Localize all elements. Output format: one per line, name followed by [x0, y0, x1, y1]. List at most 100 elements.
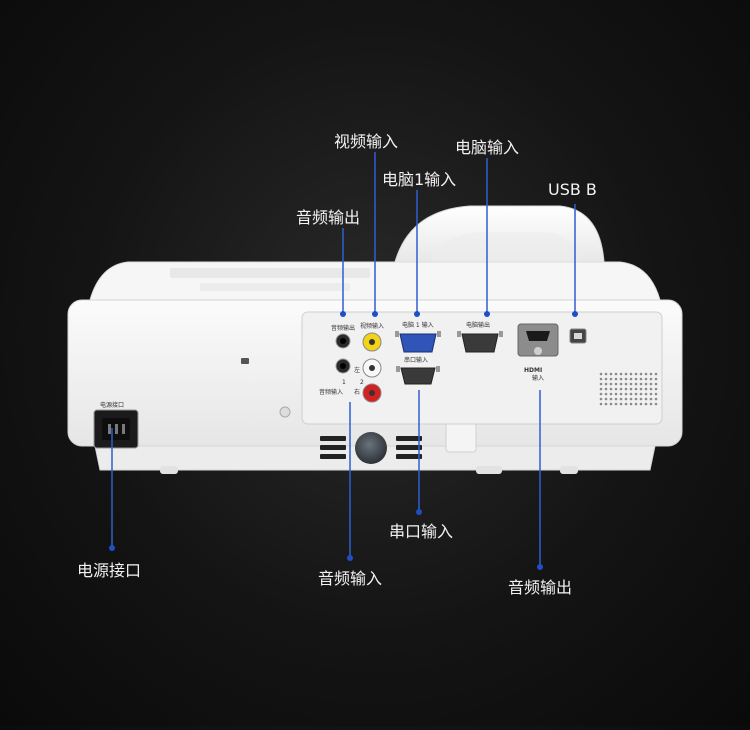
- leader-usb-b-dot: [572, 311, 578, 317]
- power-small-label: 电源接口: [100, 401, 124, 409]
- speaker-hole: [614, 377, 618, 381]
- speaker-hole: [644, 402, 648, 406]
- leader-lines: [111, 152, 576, 567]
- speaker-grill: [599, 372, 658, 406]
- speaker-hole: [614, 372, 618, 376]
- speaker-hole: [654, 397, 658, 401]
- speaker-hole: [634, 402, 638, 406]
- speaker-hole: [609, 372, 613, 376]
- speaker-hole: [644, 377, 648, 381]
- speaker-hole: [609, 392, 613, 396]
- vga-port-computer1: [395, 331, 441, 353]
- speaker-hole: [614, 392, 618, 396]
- speaker-hole: [609, 402, 613, 406]
- computer1-small: 电脑 1 输入: [402, 321, 434, 329]
- callout-serial-in: 串口输入: [389, 522, 454, 541]
- left-small: 左: [354, 366, 360, 374]
- speaker-hole: [644, 382, 648, 386]
- speaker-hole: [614, 387, 618, 391]
- speaker-hole: [654, 377, 658, 381]
- speaker-hole: [604, 377, 608, 381]
- callout-usb-b: USB B: [548, 180, 597, 199]
- speaker-hole: [629, 397, 633, 401]
- speaker-hole: [634, 372, 638, 376]
- leader-serial-in-dot: [416, 509, 422, 515]
- leader-audio-in-dot: [347, 555, 353, 561]
- hdmi-logo: HDMI: [524, 367, 542, 374]
- speaker-hole: [629, 402, 633, 406]
- speaker-hole: [634, 377, 638, 381]
- num2-small: 2: [360, 379, 364, 386]
- speaker-hole: [644, 372, 648, 376]
- speaker-hole: [619, 387, 623, 391]
- speaker-hole: [634, 392, 638, 396]
- speaker-hole: [599, 372, 603, 376]
- speaker-hole: [609, 382, 613, 386]
- speaker-hole: [599, 382, 603, 386]
- speaker-hole: [649, 377, 653, 381]
- speaker-hole: [609, 387, 613, 391]
- speaker-hole: [604, 372, 608, 376]
- speaker-hole: [604, 402, 608, 406]
- speaker-hole: [654, 387, 658, 391]
- speaker-hole: [624, 382, 628, 386]
- speaker-hole: [654, 392, 658, 396]
- speaker-hole: [619, 392, 623, 396]
- serial-port: [396, 366, 440, 385]
- speaker-hole: [644, 392, 648, 396]
- speaker-hole: [654, 382, 658, 386]
- speaker-hole: [644, 387, 648, 391]
- callout-audio-out-top: 音频输出: [296, 208, 361, 227]
- speaker-hole: [624, 372, 628, 376]
- speaker-hole: [649, 372, 653, 376]
- video-in-small: 视频输入: [360, 322, 384, 330]
- leader-computer1-in-dot: [414, 311, 420, 317]
- speaker-hole: [649, 392, 653, 396]
- speaker-hole: [629, 387, 633, 391]
- speaker-hole: [624, 402, 628, 406]
- callout-computer1-in: 电脑1输入: [382, 170, 457, 189]
- right-small: 右: [354, 388, 360, 396]
- leader-audio-out-top-dot: [340, 311, 346, 317]
- speaker-hole: [639, 382, 643, 386]
- power-inlet: [93, 409, 139, 449]
- leader-audio-out-bottom-dot: [537, 564, 543, 570]
- serial-small: 串口输入: [404, 356, 428, 364]
- speaker-hole: [599, 377, 603, 381]
- speaker-hole: [614, 402, 618, 406]
- speaker-hole: [624, 392, 628, 396]
- speaker-hole: [649, 382, 653, 386]
- speaker-hole: [604, 382, 608, 386]
- speaker-hole: [609, 397, 613, 401]
- speaker-hole: [649, 402, 653, 406]
- callout-video-in: 视频输入: [334, 132, 399, 151]
- computer-out-small: 电脑输出: [466, 321, 490, 329]
- speaker-hole: [634, 382, 638, 386]
- speaker-hole: [639, 402, 643, 406]
- speaker-hole: [634, 387, 638, 391]
- speaker-hole: [609, 377, 613, 381]
- speaker-hole: [644, 397, 648, 401]
- speaker-hole: [629, 392, 633, 396]
- speaker-hole: [614, 382, 618, 386]
- speaker-hole: [624, 387, 628, 391]
- speaker-hole: [599, 402, 603, 406]
- leader-video-in-dot: [372, 311, 378, 317]
- vent-grill: [320, 436, 422, 459]
- speaker-hole: [629, 377, 633, 381]
- speaker-hole: [619, 372, 623, 376]
- speaker-hole: [619, 402, 623, 406]
- speaker-hole: [639, 372, 643, 376]
- callout-audio-in: 音频输入: [318, 569, 383, 588]
- leader-computer-in-dot: [484, 311, 490, 317]
- speaker-hole: [639, 397, 643, 401]
- callout-audio-out-bottom: 音频输出: [508, 578, 573, 597]
- audio-out-small: 音频输出: [331, 324, 355, 332]
- speaker-hole: [639, 387, 643, 391]
- vga-port-computer-out: [457, 331, 503, 353]
- speaker-hole: [654, 372, 658, 376]
- speaker-hole: [619, 397, 623, 401]
- leader-dots: [109, 311, 578, 570]
- leader-power-dot: [109, 545, 115, 551]
